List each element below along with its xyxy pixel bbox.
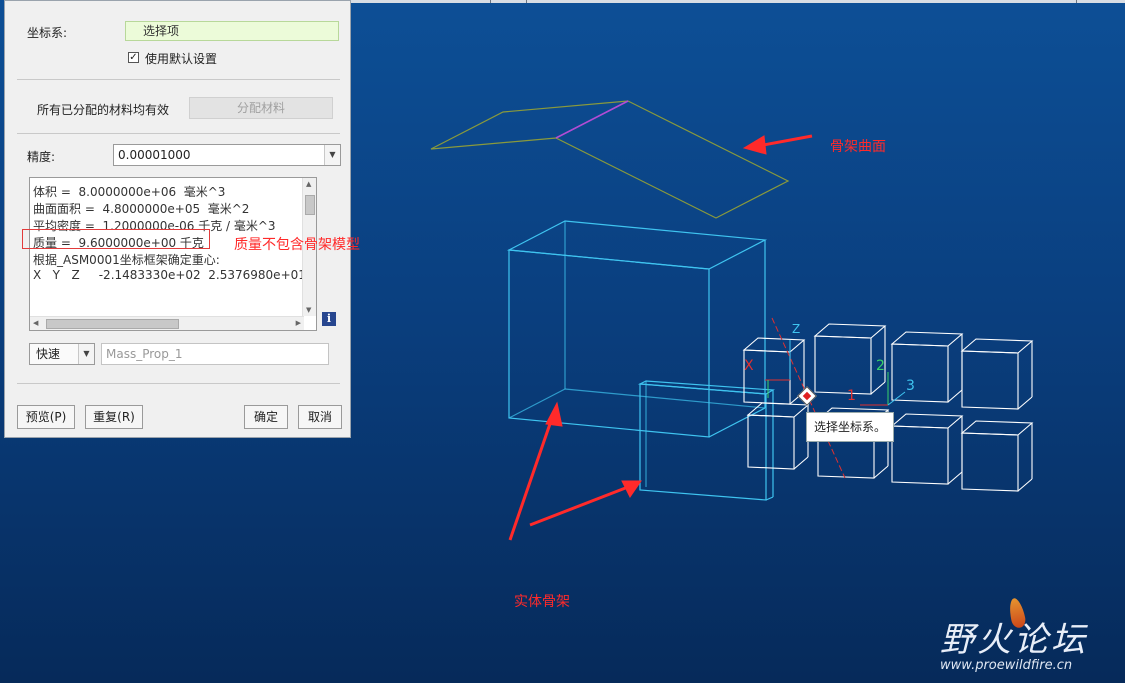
top-toolbar-strip [350, 0, 1125, 3]
precision-value: 0.00001000 [118, 148, 191, 162]
chevron-down-icon[interactable]: ▼ [78, 344, 94, 364]
precision-label: 精度: [27, 150, 56, 164]
annotation-solid-skeleton: 实体骨架 [514, 594, 570, 610]
coord-system-label: 坐标系: [27, 26, 68, 40]
info-icon[interactable]: i [322, 312, 336, 326]
result-centroid-values: X Y Z -2.1483330e+02 2.5376980e+01 [33, 268, 306, 282]
result-surface-area: 曲面面积 = 4.8000000e+05 毫米^2 [33, 202, 250, 216]
annotation-arrows [508, 134, 813, 541]
watermark-title: 野火论坛 [940, 620, 1088, 660]
vertical-scrollbar[interactable]: ▲ ▼ [302, 178, 316, 316]
results-text-area[interactable]: 体积 = 8.0000000e+06 毫米^3 曲面面积 = 4.8000000… [29, 177, 317, 331]
divider [17, 383, 340, 384]
axis-label-3: 3 [906, 378, 915, 394]
mass-properties-dialog: 坐标系: 选择项 ✓ 使用默认设置 所有已分配的材料均有效 分配材料 精度: 0… [4, 0, 351, 438]
use-default-checkbox[interactable]: ✓ [128, 52, 139, 63]
analysis-name-input[interactable]: Mass_Prop_1 [101, 343, 329, 365]
white-cubes [742, 323, 1034, 492]
axis-label-2: 2 [876, 358, 885, 374]
repeat-button[interactable]: 重复(R) [85, 405, 143, 429]
use-default-label: 使用默认设置 [145, 52, 218, 66]
skeleton-surface [430, 100, 790, 219]
quick-mode-dropdown[interactable]: 快速 ▼ [29, 343, 95, 365]
watermark-url: www.proewildfire.cn [940, 658, 1073, 673]
quick-mode-label: 快速 [36, 347, 61, 361]
axis-label-x: X [744, 358, 754, 374]
materials-label: 所有已分配的材料均有效 [37, 103, 170, 117]
assign-material-button[interactable]: 分配材料 [189, 97, 333, 119]
result-volume: 体积 = 8.0000000e+06 毫米^3 [33, 185, 226, 199]
mass-highlight-box [22, 229, 210, 249]
coordinate-axes [765, 317, 906, 479]
horizontal-scroll-thumb[interactable] [46, 319, 179, 329]
divider [17, 79, 340, 80]
axis-label-z: Z [792, 322, 800, 336]
preview-button[interactable]: 预览(P) [17, 405, 75, 429]
solid-skeleton-main [506, 220, 768, 438]
axis-label-1: 1 [847, 388, 856, 404]
annotation-mass-note: 质量不包含骨架模型 [234, 237, 360, 253]
vertical-scroll-thumb[interactable] [305, 195, 315, 215]
coord-system-collector[interactable]: 选择项 [125, 21, 339, 41]
tooltip-select-csys: 选择坐标系。 [806, 412, 894, 442]
annotation-skeleton-surface: 骨架曲面 [830, 139, 886, 155]
divider [17, 133, 340, 134]
precision-input[interactable]: 0.00001000 ▼ [113, 144, 341, 166]
solid-skeleton-plate [637, 380, 776, 501]
horizontal-scrollbar[interactable]: ◀ ▶ [30, 316, 304, 330]
cancel-button[interactable]: 取消 [298, 405, 342, 429]
chevron-down-icon[interactable]: ▼ [324, 145, 340, 165]
ok-button[interactable]: 确定 [244, 405, 288, 429]
result-centroid-caption: 根据_ASM0001坐标框架确定重心: [33, 253, 220, 267]
result-mass: 质量 = 9.6000000e+00 千克 [33, 236, 204, 250]
